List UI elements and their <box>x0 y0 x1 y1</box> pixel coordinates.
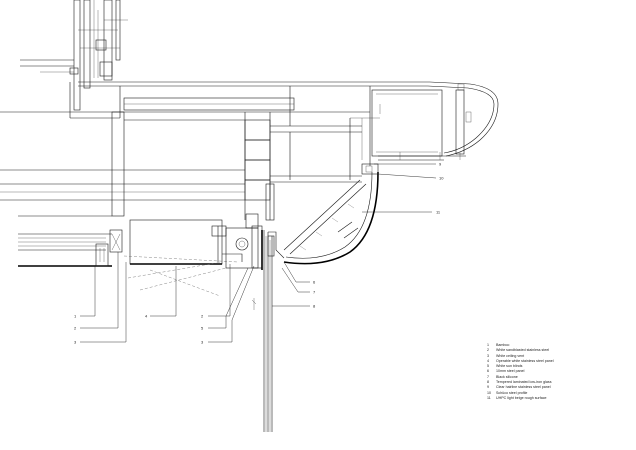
callout-11: 11 <box>436 210 441 215</box>
legend-item-number: 3 <box>487 353 489 358</box>
legend-item: 1 Bamboo <box>487 343 632 348</box>
legend-item-number: 9 <box>487 385 489 390</box>
legend-item-number: 10 <box>487 390 491 395</box>
glazing <box>251 230 285 432</box>
legend-item: 11 UHPC light beige rough surface <box>487 396 632 401</box>
legend-item: 9 Clear hairline stainless steel panel <box>487 385 632 390</box>
callout-8: 8 <box>313 304 316 309</box>
callout-10: 10 <box>439 176 444 181</box>
legend-item: 6 10mm steel panel <box>487 369 632 374</box>
callout-numbers: 1 2 3 4 2 5 3 6 7 8 9 10 11 <box>74 162 444 345</box>
legend-item-number: 4 <box>487 358 489 363</box>
leader-lines <box>80 163 437 343</box>
roof-canopy <box>69 81 499 166</box>
callout-4: 4 <box>145 314 148 319</box>
legend-item-number: 1 <box>487 343 489 347</box>
legend-item-text: UHPC light beige rough surface <box>496 395 547 400</box>
legend-item-number: 11 <box>487 395 491 400</box>
legend-item-text: Black silicone <box>496 374 518 379</box>
blind-box <box>225 213 263 270</box>
legend-item: 2 White sandblasted stainless steel <box>487 348 632 353</box>
legend-item: 10 Schüco steel profile <box>487 391 632 396</box>
legend-item: 3 White ceiling vent <box>487 354 632 359</box>
bamboo-ceiling <box>18 215 123 267</box>
callout-9: 9 <box>439 162 442 167</box>
upper-window-frame <box>20 0 128 111</box>
legend-item-text: Clear hairline stainless steel panel <box>496 385 551 390</box>
legend-item-text: White ceiling vent <box>496 353 525 358</box>
callout-3-right: 3 <box>201 340 204 345</box>
callout-5: 5 <box>201 326 204 331</box>
legend-item-text: 10mm steel panel <box>496 369 525 374</box>
legend-item-text: White sandblasted stainless steel <box>496 348 550 353</box>
curved-facade <box>283 163 379 265</box>
legend-item-number: 5 <box>487 364 489 369</box>
legend-item-text: Tempered laminated low-iron glass <box>496 380 552 385</box>
callout-2-right: 2 <box>201 314 204 319</box>
callout-1: 1 <box>74 314 77 319</box>
legend-item: 8 Tempered laminated low-iron glass <box>487 380 632 385</box>
legend-item: 5 White sun blinds <box>487 364 632 369</box>
legend-item-number: 8 <box>487 380 489 385</box>
legend-item-number: 6 <box>487 369 489 374</box>
callout-2-left: 2 <box>74 326 77 331</box>
legend-item: 7 Black silicone <box>487 375 632 380</box>
callout-6: 6 <box>313 280 316 285</box>
legend-item-number: 7 <box>487 374 489 379</box>
legend-item: 4 Operable white stainless steel panel <box>487 359 632 364</box>
ceiling-structure <box>0 111 370 221</box>
legend-item-text: Schüco steel profile <box>496 390 528 395</box>
legend-item-text: Operable white stainless steel panel <box>496 358 554 363</box>
ceiling-vent <box>123 219 243 297</box>
legend-item-text: White sun blinds <box>496 364 523 369</box>
legend-item-number: 2 <box>487 348 489 353</box>
legend: 1 Bamboo 2 White sandblasted stainless stee… <box>487 343 632 401</box>
legend-item-text: Bamboo <box>496 343 510 347</box>
callout-7: 7 <box>313 290 316 295</box>
callout-3-left: 3 <box>74 340 77 345</box>
